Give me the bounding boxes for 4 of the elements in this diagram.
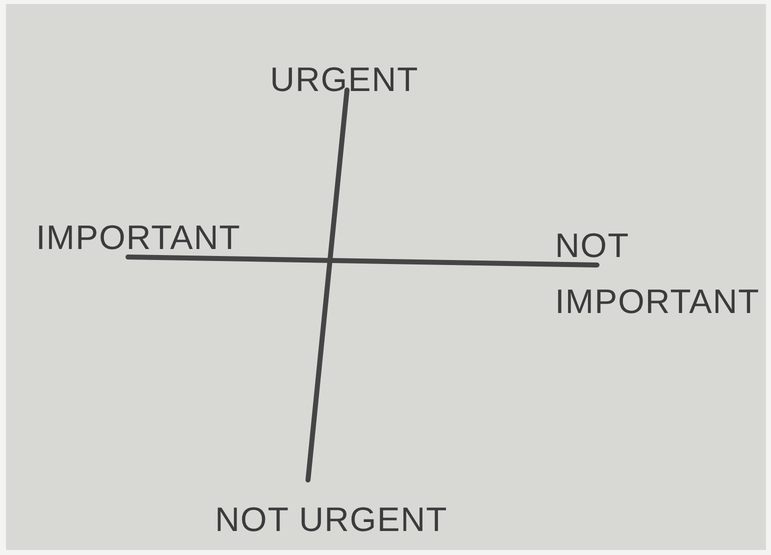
axis-label: URGENT xyxy=(270,60,420,101)
axis-label: NOT IMPORTANT xyxy=(555,226,761,323)
axis-label: IMPORTANT xyxy=(36,218,242,259)
axis-label: NOT URGENT xyxy=(215,500,449,541)
